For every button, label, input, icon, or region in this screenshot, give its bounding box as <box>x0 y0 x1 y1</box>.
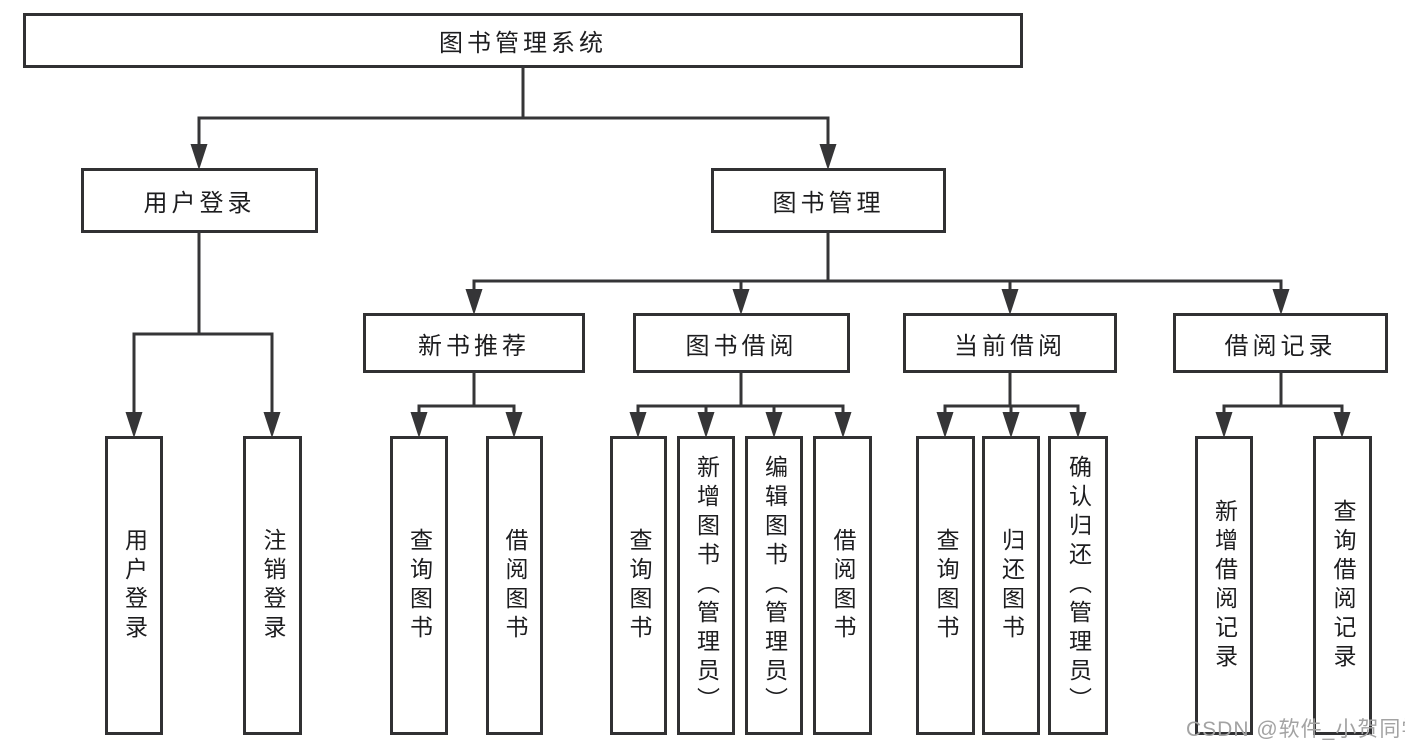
node-query-books-recommend: 查询图书 <box>390 436 448 735</box>
node-edit-books-admin: 编辑图书（管理员） <box>745 436 803 735</box>
node-new-book-recommendation: 新书推荐 <box>363 313 585 373</box>
node-book-management: 图书管理 <box>711 168 946 233</box>
node-logout: 注销登录 <box>243 436 302 735</box>
connector-current-borrowing-to-children <box>936 371 1087 438</box>
node-current-borrowing: 当前借阅 <box>903 313 1117 373</box>
node-borrowing-records: 借阅记录 <box>1173 313 1388 373</box>
node-query-books-current: 查询图书 <box>916 436 975 735</box>
connector-book-borrowing-to-children <box>629 371 852 438</box>
node-return-books: 归还图书 <box>982 436 1040 735</box>
node-system-root: 图书管理系统 <box>23 13 1023 68</box>
node-query-borrow-record: 查询借阅记录 <box>1313 436 1372 735</box>
node-borrow-books-recommend: 借阅图书 <box>486 436 543 735</box>
node-confirm-return-admin: 确认归还（管理员） <box>1048 436 1108 735</box>
node-add-borrow-record: 新增借阅记录 <box>1195 436 1253 735</box>
node-user-login-leaf: 用户登录 <box>105 436 163 735</box>
connector-user-login-to-children <box>125 231 281 438</box>
node-add-books-admin: 新增图书（管理员） <box>677 436 735 735</box>
connector-borrowing-records-to-children <box>1215 371 1351 438</box>
node-query-books-borrowing: 查询图书 <box>610 436 667 735</box>
watermark-text: CSDN @软件_小贺同学 <box>1186 718 1405 741</box>
connector-book-management-to-level3 <box>465 231 1290 315</box>
connector-new-book-to-children <box>410 371 523 438</box>
connector-root-to-level2 <box>190 66 837 170</box>
node-book-borrowing: 图书借阅 <box>633 313 850 373</box>
node-borrow-books-borrowing: 借阅图书 <box>813 436 872 735</box>
node-user-login: 用户登录 <box>81 168 318 233</box>
